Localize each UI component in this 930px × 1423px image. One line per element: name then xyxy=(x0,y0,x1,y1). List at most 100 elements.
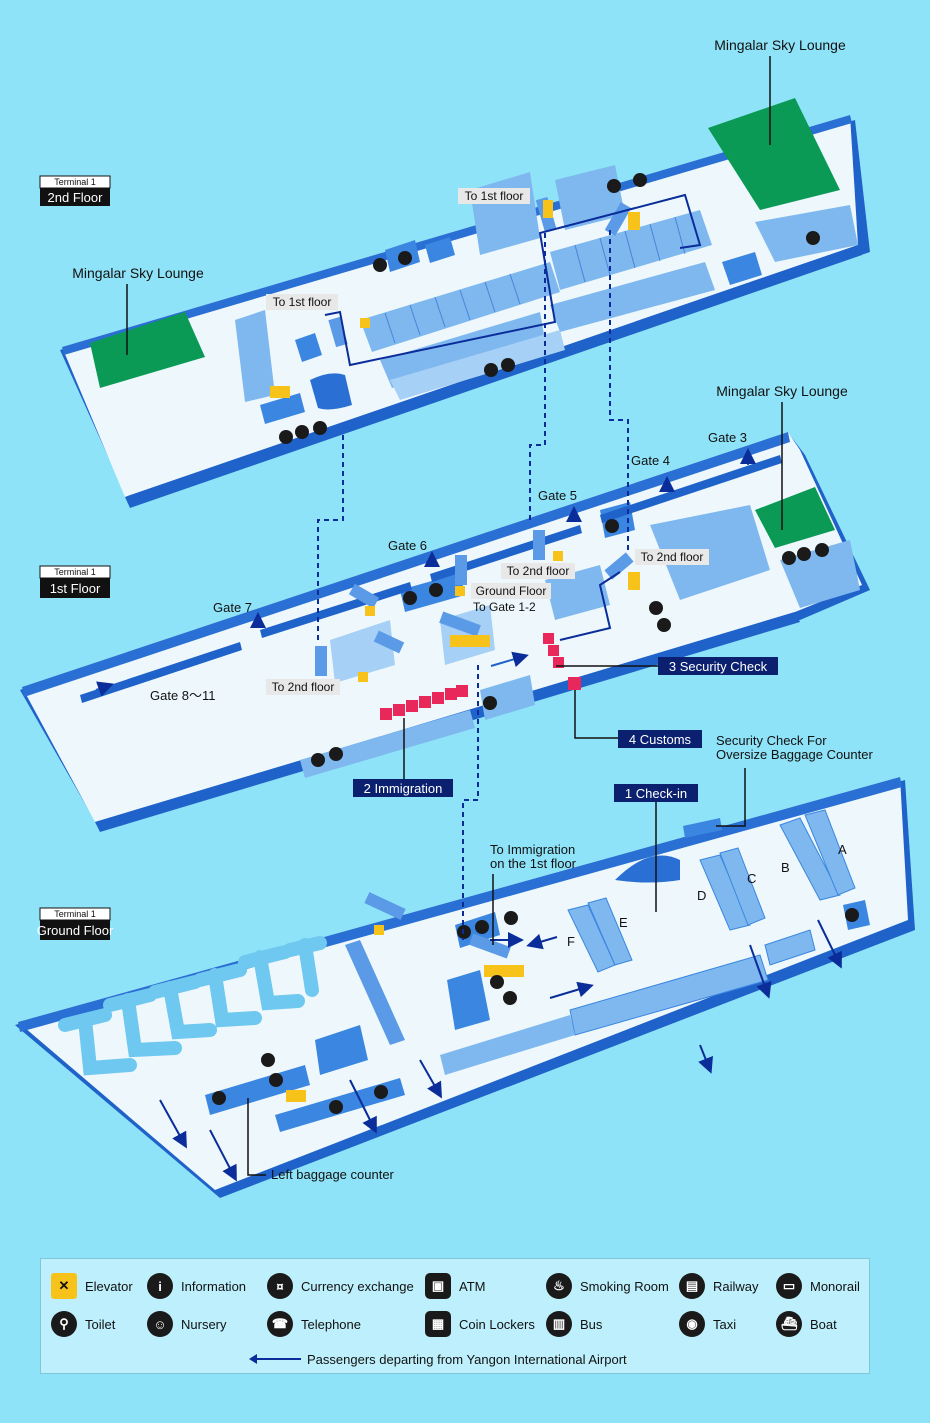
counter-b-label: B xyxy=(781,860,790,875)
svg-text:1 Check-in: 1 Check-in xyxy=(625,786,687,801)
first-floor-plan xyxy=(20,432,870,832)
svg-text:3 Security Check: 3 Security Check xyxy=(669,659,768,674)
svg-text:To 2nd floor: To 2nd floor xyxy=(507,564,570,578)
nursery-icon xyxy=(633,173,647,187)
toilet-icon xyxy=(797,547,811,561)
svg-text:Ground Floor: Ground Floor xyxy=(37,923,114,938)
counter-d-label: D xyxy=(697,888,706,903)
gate-4-label: Gate 4 xyxy=(631,453,670,468)
toilet-icon xyxy=(501,358,515,372)
svg-text:To Immigration: To Immigration xyxy=(490,842,575,857)
svg-text:on the 1st floor: on the 1st floor xyxy=(490,856,577,871)
to-1st-floor-tag-b: To 1st floor xyxy=(266,294,338,310)
sky-lounge-label-mid: Mingalar Sky Lounge xyxy=(716,383,848,399)
sky-lounge-top-area[interactable] xyxy=(708,98,840,210)
legend-information: i Information xyxy=(147,1273,246,1299)
elevator-icon xyxy=(628,572,640,590)
elevator-icon xyxy=(360,318,370,328)
telephone-icon: ☎ xyxy=(267,1311,293,1337)
atm-icon xyxy=(490,975,504,989)
toilet-icon xyxy=(845,908,859,922)
svg-text:Ground Floor: Ground Floor xyxy=(476,584,547,598)
toilet-icon xyxy=(373,258,387,272)
smoking-room-icon xyxy=(313,421,327,435)
toilet-icon xyxy=(649,601,663,615)
legend-boat: ⛴ Boat xyxy=(776,1311,837,1337)
svg-text:Terminal 1: Terminal 1 xyxy=(54,909,96,919)
floor-badge-1st: Terminal 1 1st Floor xyxy=(39,565,111,598)
customs-tag: 4 Customs xyxy=(574,690,702,748)
counter-a-label: A xyxy=(838,842,847,857)
svg-text:To 1st floor: To 1st floor xyxy=(465,189,524,203)
elevator-icon xyxy=(484,965,524,977)
elevator-icon xyxy=(286,1090,306,1102)
route-lines xyxy=(324,193,702,641)
elevator-icon xyxy=(374,925,384,935)
railway-icon: ▤ xyxy=(679,1273,705,1299)
nursery-icon xyxy=(429,583,443,597)
security-check-counters xyxy=(543,633,564,668)
map-legend: ✕ Elevator i Information ¤ Currency exch… xyxy=(40,1258,870,1374)
to-gate-1-2-label: To Gate 1-2 xyxy=(473,600,536,614)
sky-lounge-left-area[interactable] xyxy=(90,312,205,388)
gate-3-label: Gate 3 xyxy=(708,430,747,445)
svg-text:To 1st floor: To 1st floor xyxy=(273,295,332,309)
information-icon xyxy=(503,991,517,1005)
floor-connectors xyxy=(317,230,629,940)
svg-text:To 2nd floor: To 2nd floor xyxy=(272,680,335,694)
legend-elevator: ✕ Elevator xyxy=(51,1273,133,1299)
counter-e-label: E xyxy=(619,915,628,930)
gate-7-label: Gate 7 xyxy=(213,600,252,615)
oversize-baggage-label: Security Check For Oversize Baggage Coun… xyxy=(716,733,873,827)
legend-bus: ▥ Bus xyxy=(546,1311,602,1337)
elevator-icon xyxy=(553,551,563,561)
smoking-room-icon xyxy=(815,543,829,557)
toilet-icon xyxy=(607,179,621,193)
nursery-icon xyxy=(657,618,671,632)
currency-exchange-icon xyxy=(374,1085,388,1099)
nursery-icon: ☺ xyxy=(147,1311,173,1337)
svg-text:2 Immigration: 2 Immigration xyxy=(364,781,443,796)
coin-lockers-icon xyxy=(329,1100,343,1114)
toilet-icon xyxy=(269,1073,283,1087)
to-2nd-floor-tag-b: To 2nd floor xyxy=(501,563,575,579)
nursery-icon xyxy=(398,251,412,265)
svg-text:1st Floor: 1st Floor xyxy=(50,581,101,596)
legend-taxi: ◉ Taxi xyxy=(679,1311,736,1337)
counter-f-label: F xyxy=(567,934,575,949)
to-2nd-floor-tag-c: To 2nd floor xyxy=(266,679,340,695)
gate-5-label: Gate 5 xyxy=(538,488,577,503)
legend-atm: ▣ ATM xyxy=(425,1273,485,1299)
svg-text:2nd Floor: 2nd Floor xyxy=(48,190,104,205)
sky-lounge-label-left: Mingalar Sky Lounge xyxy=(72,265,204,281)
nursery-icon xyxy=(329,747,343,761)
nursery-icon xyxy=(279,430,293,444)
toilet-icon xyxy=(212,1091,226,1105)
toilet-icon xyxy=(483,696,497,710)
ground-floor-tag: Ground Floor xyxy=(471,583,551,599)
legend-route-note: Passengers departing from Yangon Interna… xyxy=(249,1349,627,1369)
svg-text:Security Check For: Security Check For xyxy=(716,733,827,748)
taxi-icon: ◉ xyxy=(679,1311,705,1337)
immigration-tag: 2 Immigration xyxy=(353,718,453,797)
nursery-icon xyxy=(484,363,498,377)
legend-toilet: ⚲ Toilet xyxy=(51,1311,115,1337)
elevator-icon xyxy=(450,635,490,647)
legend-nursery: ☺ Nursery xyxy=(147,1311,227,1337)
nursery-icon xyxy=(782,551,796,565)
counter-c-label: C xyxy=(747,871,756,886)
baggage-claim-belts xyxy=(58,936,327,1076)
toilet-icon xyxy=(806,231,820,245)
elevator-icon xyxy=(543,200,553,218)
smoking-room-icon: ♨ xyxy=(546,1273,572,1299)
immigration-counters xyxy=(380,685,468,720)
legend-coin-lockers: ▦ Coin Lockers xyxy=(425,1311,535,1337)
elevator-icon xyxy=(270,386,290,398)
coin-lockers-icon: ▦ xyxy=(425,1311,451,1337)
toilet-icon xyxy=(504,911,518,925)
toilet-icon xyxy=(605,519,619,533)
elevator-icon xyxy=(358,672,368,682)
toilet-icon xyxy=(475,920,489,934)
sky-lounge-mid-area[interactable] xyxy=(755,487,835,548)
svg-text:Terminal 1: Terminal 1 xyxy=(54,567,96,577)
